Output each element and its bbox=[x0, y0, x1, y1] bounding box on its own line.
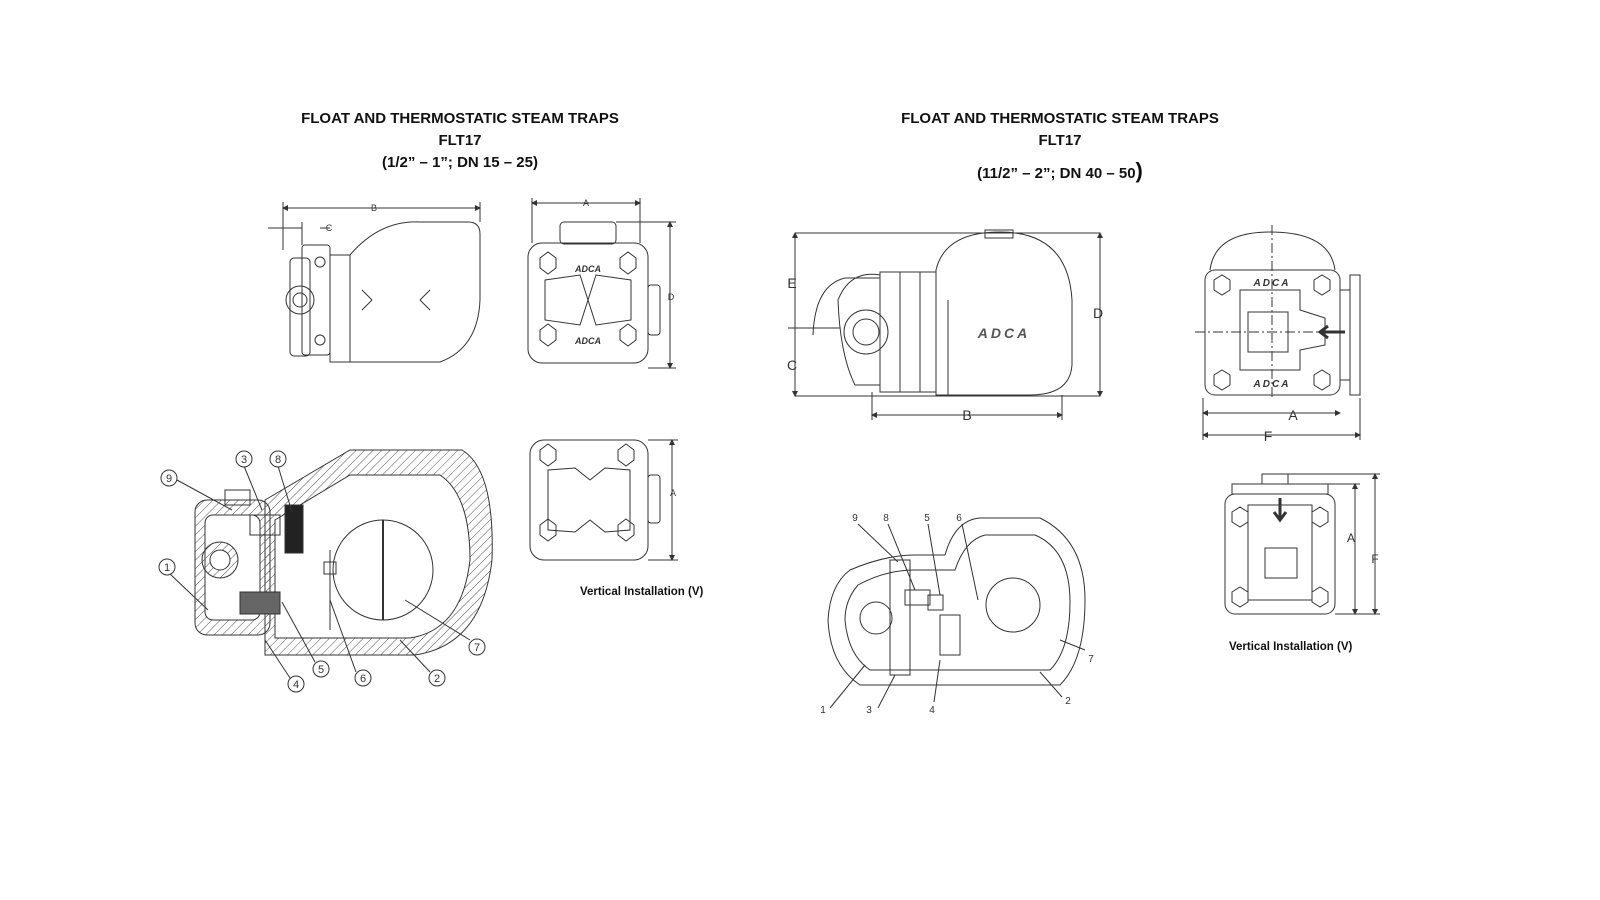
left-part-3: 3 bbox=[241, 454, 247, 466]
left-dim-b: B bbox=[371, 203, 377, 213]
right-front-view bbox=[1195, 225, 1361, 400]
left-part-6: 6 bbox=[360, 673, 366, 685]
right-caption: Vertical Installation (V) bbox=[1229, 641, 1353, 653]
right-front-marking-bottom: ADCA bbox=[1253, 379, 1291, 390]
left-balloon-9: 9 bbox=[160, 469, 178, 487]
left-leaders bbox=[169, 465, 471, 679]
left-caption: Vertical Installation (V) bbox=[580, 586, 704, 598]
right-dim-a: A bbox=[1288, 407, 1298, 423]
left-section-view bbox=[194, 449, 493, 656]
right-dim-f: F bbox=[1264, 428, 1273, 444]
right-side-marking: ADCA bbox=[977, 325, 1030, 341]
left-part-1: 1 bbox=[164, 562, 170, 574]
left-model: FLT17 bbox=[438, 132, 482, 149]
left-balloon-3: 3 bbox=[235, 450, 253, 468]
right-front-marking-top: ADCA bbox=[1253, 278, 1291, 289]
left-balloon-5: 5 bbox=[312, 660, 330, 678]
left-dim-a-vertical: A bbox=[670, 488, 676, 498]
right-dim-c: C bbox=[787, 357, 797, 373]
left-part-4: 4 bbox=[293, 679, 299, 691]
left-front-marking: ADCA bbox=[574, 264, 601, 274]
right-model: FLT17 bbox=[1038, 132, 1082, 149]
right-vertical-view bbox=[1224, 473, 1336, 615]
right-part-6: 6 bbox=[956, 513, 962, 524]
right-title: FLOAT AND THERMOSTATIC STEAM TRAPS bbox=[901, 110, 1219, 127]
left-balloon-1: 1 bbox=[158, 558, 176, 576]
right-dim-f-vertical: F bbox=[1371, 552, 1378, 566]
right-title-block: FLOAT AND THERMOSTATIC STEAM TRAPS FLT17… bbox=[860, 108, 1260, 185]
right-part-4: 4 bbox=[929, 705, 935, 716]
left-part-9: 9 bbox=[166, 473, 172, 485]
left-dim-a-top: A bbox=[583, 198, 589, 208]
right-leaders bbox=[829, 523, 1086, 709]
left-balloon-6: 6 bbox=[354, 669, 372, 687]
left-part-2: 2 bbox=[434, 673, 440, 685]
right-size-range-close: ) bbox=[1135, 158, 1143, 183]
left-front-marking-bottom: ADCA bbox=[574, 336, 601, 346]
right-part-8: 8 bbox=[883, 513, 889, 524]
left-balloon-4: 4 bbox=[287, 675, 305, 693]
right-dim-d: D bbox=[1093, 305, 1103, 321]
left-title: FLOAT AND THERMOSTATIC STEAM TRAPS bbox=[301, 110, 619, 127]
left-part-5: 5 bbox=[318, 664, 324, 676]
left-front-view bbox=[527, 221, 661, 364]
left-balloon-2: 2 bbox=[428, 669, 446, 687]
left-balloon-8: 8 bbox=[269, 450, 287, 468]
left-size-range: (1/2” – 1”; DN 15 – 25) bbox=[382, 154, 538, 171]
left-vertical-view bbox=[529, 439, 661, 561]
right-dim-e: E bbox=[787, 275, 796, 291]
right-section-view bbox=[827, 517, 1086, 686]
right-part-2: 2 bbox=[1065, 696, 1071, 707]
right-dim-a-vertical: A bbox=[1347, 531, 1355, 545]
left-dim-d: D bbox=[668, 292, 675, 302]
right-size-range: (11/2” – 2”; DN 40 – 50 bbox=[977, 165, 1136, 182]
left-part-8: 8 bbox=[275, 454, 281, 466]
left-dim-c: C bbox=[326, 223, 333, 233]
right-part-3: 3 bbox=[866, 705, 872, 716]
left-side-view bbox=[285, 221, 481, 363]
right-part-5: 5 bbox=[924, 513, 930, 524]
right-part-1: 1 bbox=[820, 705, 826, 716]
right-dim-b: B bbox=[962, 407, 971, 423]
right-part-7: 7 bbox=[1088, 654, 1094, 665]
left-part-7: 7 bbox=[474, 642, 480, 654]
right-side-view bbox=[812, 229, 1073, 396]
right-part-9: 9 bbox=[852, 513, 858, 524]
left-title-block: FLOAT AND THERMOSTATIC STEAM TRAPS FLT17… bbox=[250, 108, 670, 174]
left-balloon-7: 7 bbox=[468, 638, 486, 656]
